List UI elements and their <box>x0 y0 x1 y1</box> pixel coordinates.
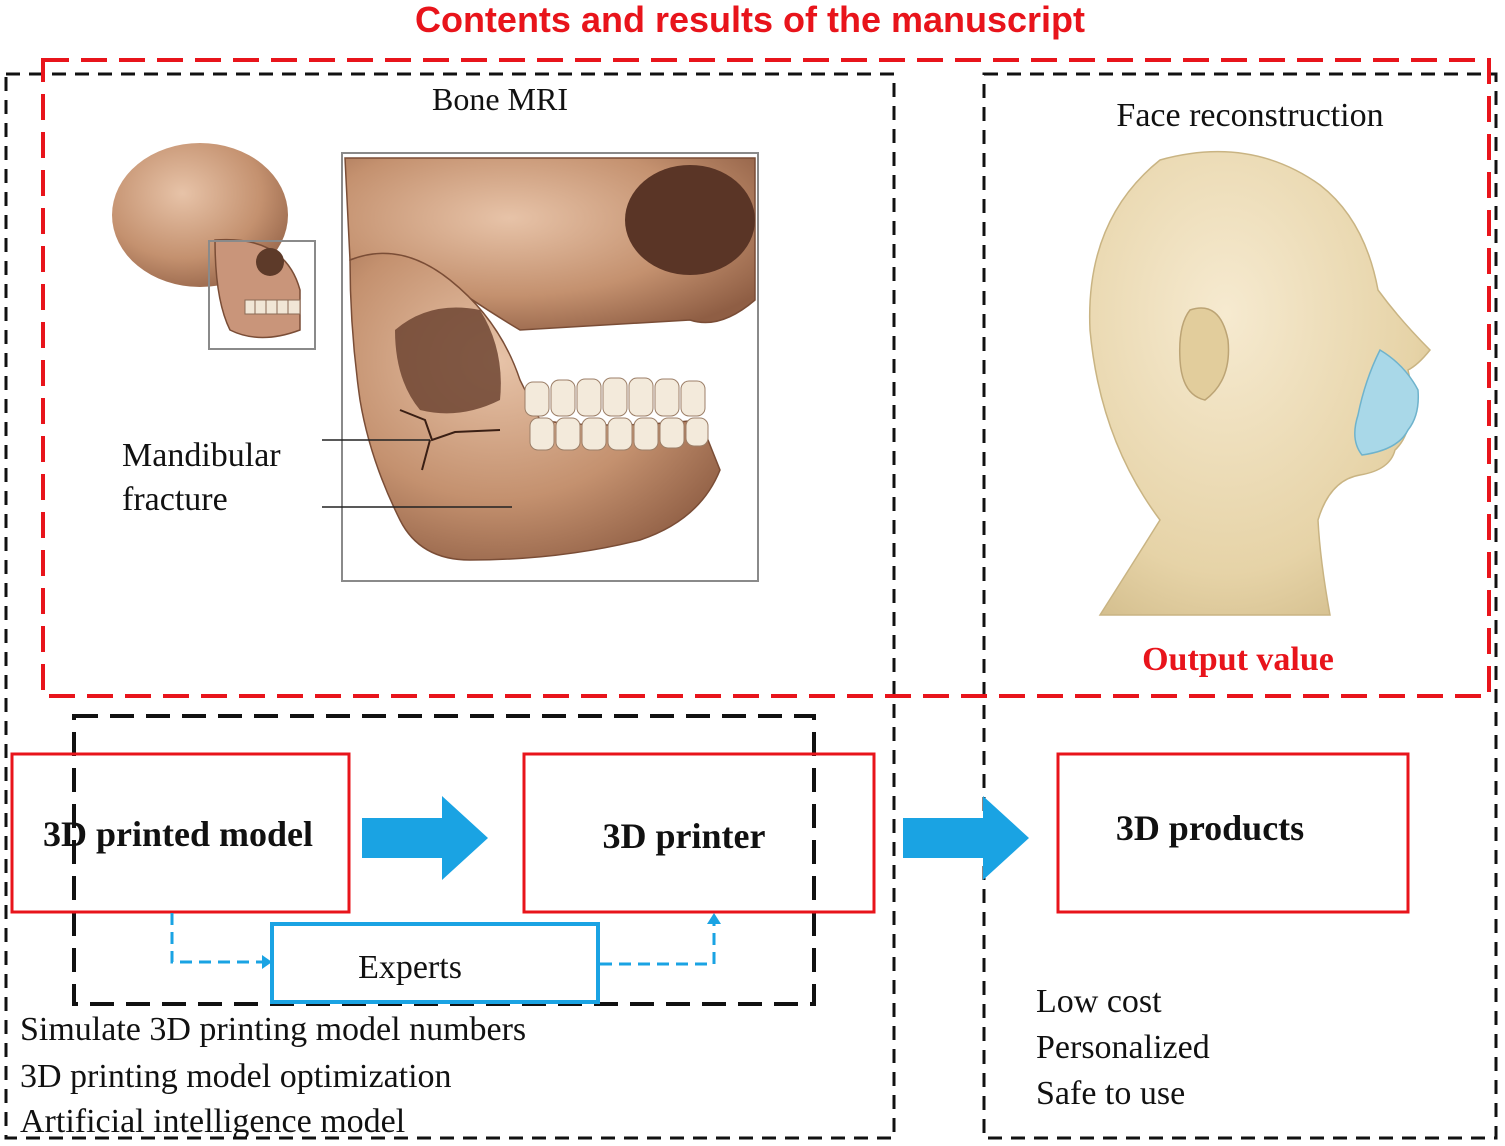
output-value-label: Output value <box>1142 641 1334 678</box>
mandible-zoom-illustration <box>341 152 759 582</box>
left-note-2: 3D printing model optimization <box>20 1058 452 1095</box>
experts-label: Experts <box>358 949 462 986</box>
printer-box <box>522 752 876 914</box>
right-panel-border <box>982 72 1498 1140</box>
products-label: 3D products <box>1116 808 1304 848</box>
left-panel-border <box>4 72 896 1140</box>
products-box <box>1056 752 1410 914</box>
inner-flow-border <box>72 714 816 1006</box>
mandibular-label: Mandibular <box>122 437 281 474</box>
printed-model-box <box>10 752 351 914</box>
arrow-model-to-printer <box>362 796 488 880</box>
experts-box <box>270 922 600 1004</box>
right-note-2: Personalized <box>1036 1029 1210 1066</box>
arrow-printer-to-products <box>903 796 1029 880</box>
printer-label: 3D printer <box>603 816 766 856</box>
diagram-title: Contents and results of the manuscript <box>415 0 1085 40</box>
connector-model-to-experts <box>170 913 262 964</box>
head-illustration <box>1088 150 1432 616</box>
connector-model-to-experts-head <box>262 955 272 969</box>
results-region-border <box>41 58 1491 698</box>
face-reconstruction-title: Face reconstruction <box>1116 97 1383 134</box>
small-skull-illustration <box>112 143 316 350</box>
right-note-3: Safe to use <box>1036 1075 1185 1112</box>
left-note-3: Artificial intelligence model <box>20 1103 405 1140</box>
printed-model-label: 3D printed model <box>43 814 313 854</box>
connector-experts-to-printer <box>600 922 716 966</box>
left-note-1: Simulate 3D printing model numbers <box>20 1011 526 1048</box>
bone-mri-title: Bone MRI <box>432 81 568 117</box>
connector-experts-to-printer-head <box>707 913 721 924</box>
fracture-label: fracture <box>122 481 228 518</box>
right-note-1: Low cost <box>1036 983 1162 1020</box>
